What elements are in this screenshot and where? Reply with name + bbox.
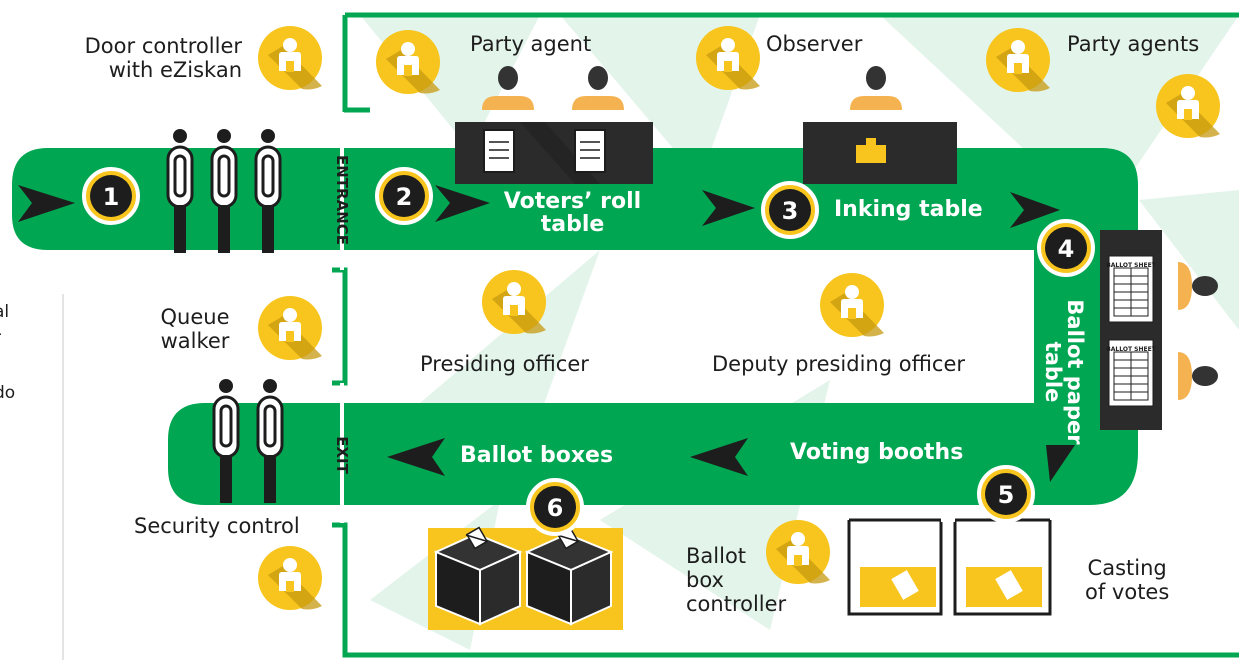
ballot-paper-label-line2: table — [1041, 342, 1065, 403]
casting-line1: Casting — [1087, 556, 1167, 580]
voter-flow-path — [12, 148, 1138, 505]
door-controller-line1: Door controller — [84, 34, 242, 58]
queue-walker-label: Queue walker — [150, 305, 240, 353]
side-note-border — [62, 294, 64, 660]
queue-walker-line1: Queue — [160, 305, 230, 329]
side-note-fragment-c: do — [0, 383, 16, 403]
party-agents-avatar-2 — [1156, 74, 1220, 138]
voters-roll-line1: Voters’ roll — [503, 189, 642, 214]
flow-arrows — [18, 185, 1075, 482]
security-control-avatar — [258, 546, 322, 610]
ballot-sheet-title-2: BALLOT SHEET — [1106, 346, 1156, 353]
party-agent-label: Party agent — [470, 32, 592, 56]
voters-roll-table-label: Voters’ roll table — [490, 190, 655, 236]
room-wall-top-left — [342, 15, 370, 113]
ballot-paper-label-line1: Ballot paper — [1063, 299, 1087, 445]
ballot-box-controller-line3: controller — [686, 592, 787, 616]
observer-seated — [850, 66, 902, 110]
ballot-clerk-1 — [1178, 262, 1192, 310]
party-agent-avatar — [376, 30, 440, 94]
presiding-officer-label: Presiding officer — [420, 352, 589, 376]
casting-line2: of votes — [1085, 580, 1170, 604]
step-number-3: 3 — [782, 197, 799, 225]
observer-label: Observer — [766, 32, 863, 56]
exit-label: EXIT — [333, 436, 351, 474]
ballot-box-controller-line2: box — [686, 568, 724, 592]
door-controller-line2: with eZiskan — [108, 58, 242, 82]
side-note-fragment-d: ) — [0, 409, 1, 429]
party-agents-avatar-1 — [986, 28, 1050, 92]
ballot-box-controller-line1: Ballot — [686, 544, 747, 568]
voting-booths-label: Voting booths — [790, 440, 964, 465]
deputy-presiding-officer-avatar — [820, 273, 884, 337]
voters-roll-line2: table — [540, 212, 605, 237]
room-wall-middle — [332, 267, 348, 386]
door-controller-label: Door controller with eZiskan — [62, 34, 242, 82]
door-controller-avatar — [258, 26, 322, 90]
ballot-boxes-label: Ballot boxes — [460, 443, 614, 468]
side-note-fragment-a: al — [0, 302, 10, 322]
security-control-label: Security control — [134, 514, 300, 538]
ballot-clerk-2 — [1178, 352, 1192, 400]
party-agents-label: Party agents — [1067, 32, 1200, 56]
entrance-label: ENTRANCE — [333, 155, 351, 245]
queue-walker-line2: walker — [160, 329, 230, 353]
side-note-fragment-b: r — [0, 328, 1, 348]
observer-avatar — [696, 26, 760, 90]
ballot-sheet-title-1: BALLOT SHEET — [1106, 262, 1156, 269]
step-number-4: 4 — [1058, 235, 1075, 263]
step-number-6: 6 — [547, 494, 564, 522]
voters-roll-document-1 — [483, 129, 515, 173]
ink-pad — [856, 145, 886, 163]
queue-walker-avatar — [258, 296, 322, 360]
room-wall-bottom — [332, 522, 1239, 658]
presiding-officer-avatar — [482, 270, 546, 334]
deputy-presiding-officer-label: Deputy presiding officer — [712, 352, 965, 376]
step-number-2: 2 — [396, 183, 413, 211]
casting-of-votes-label: Casting of votes — [1085, 556, 1169, 604]
voters-roll-document-2 — [574, 129, 606, 173]
inking-table-label: Inking table — [834, 197, 983, 222]
step-circles — [82, 167, 1095, 536]
voting-booth-1 — [847, 518, 943, 616]
step-number-1: 1 — [103, 183, 120, 211]
ballot-box-controller-label: Ballot box controller — [686, 544, 786, 616]
step-number-5: 5 — [998, 481, 1015, 509]
